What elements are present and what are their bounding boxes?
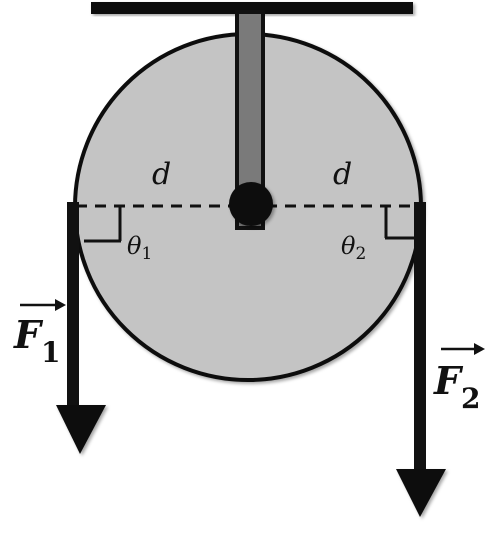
rope-left [67,202,79,412]
axle [229,182,273,226]
label-force1: F1 [13,312,60,369]
theta2-bracket [384,206,414,240]
label-theta2: θ2 [341,232,366,264]
force2-arrowhead [396,469,446,517]
force1-arrowhead [56,405,106,454]
label-d-left: d [152,157,171,192]
label-d-right: d [333,157,352,192]
theta1-bracket [84,206,122,243]
ceiling-bar [91,2,413,14]
force2-vector-arrow [441,343,485,355]
label-theta1: θ1 [127,232,152,264]
force1-vector-arrow [20,299,66,311]
rope-right [414,202,426,472]
label-force2: F2 [433,358,480,415]
